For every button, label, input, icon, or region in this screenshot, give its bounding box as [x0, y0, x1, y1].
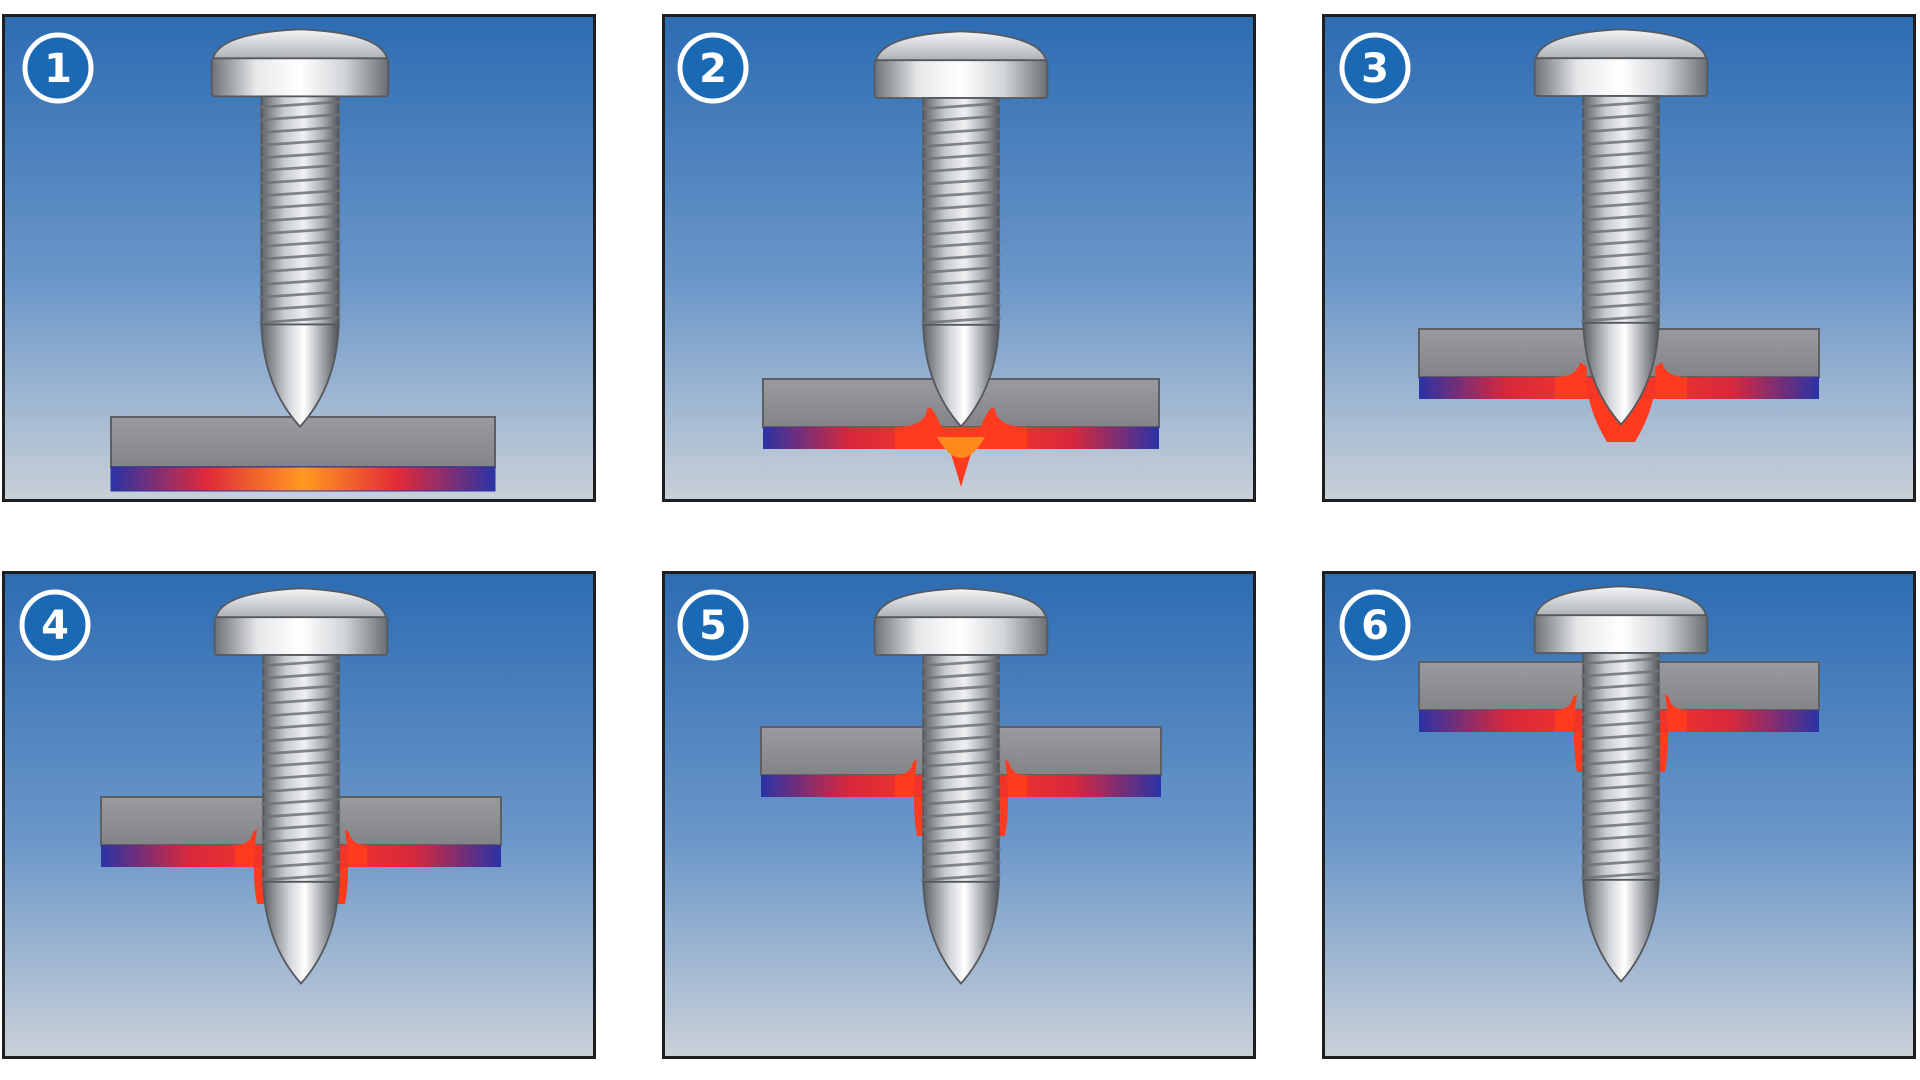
step-number: 3: [1361, 46, 1389, 92]
step-number: 5: [699, 603, 727, 649]
step-number-badge: 6: [1339, 589, 1411, 661]
step-number: 6: [1361, 603, 1389, 649]
step-number: 2: [699, 46, 727, 92]
step-number: 4: [41, 603, 69, 649]
step-panel-3: 3: [1322, 14, 1916, 502]
step-panel-1: 1: [2, 14, 596, 502]
step-panel-2: 2: [662, 14, 1256, 502]
step-number: 1: [44, 46, 72, 92]
step-number-badge: 5: [677, 589, 749, 661]
step-panel-4: 4: [2, 571, 596, 1059]
melt-zone-icon: [895, 407, 1027, 487]
step-panel-6: 6: [1322, 571, 1916, 1059]
step-number-badge: 1: [22, 32, 94, 104]
step-number-badge: 2: [677, 32, 749, 104]
sheet-metal-icon: [110, 416, 496, 492]
step-panel-5: 5: [662, 571, 1256, 1059]
step-number-badge: 4: [19, 589, 91, 661]
step-number-badge: 3: [1339, 32, 1411, 104]
